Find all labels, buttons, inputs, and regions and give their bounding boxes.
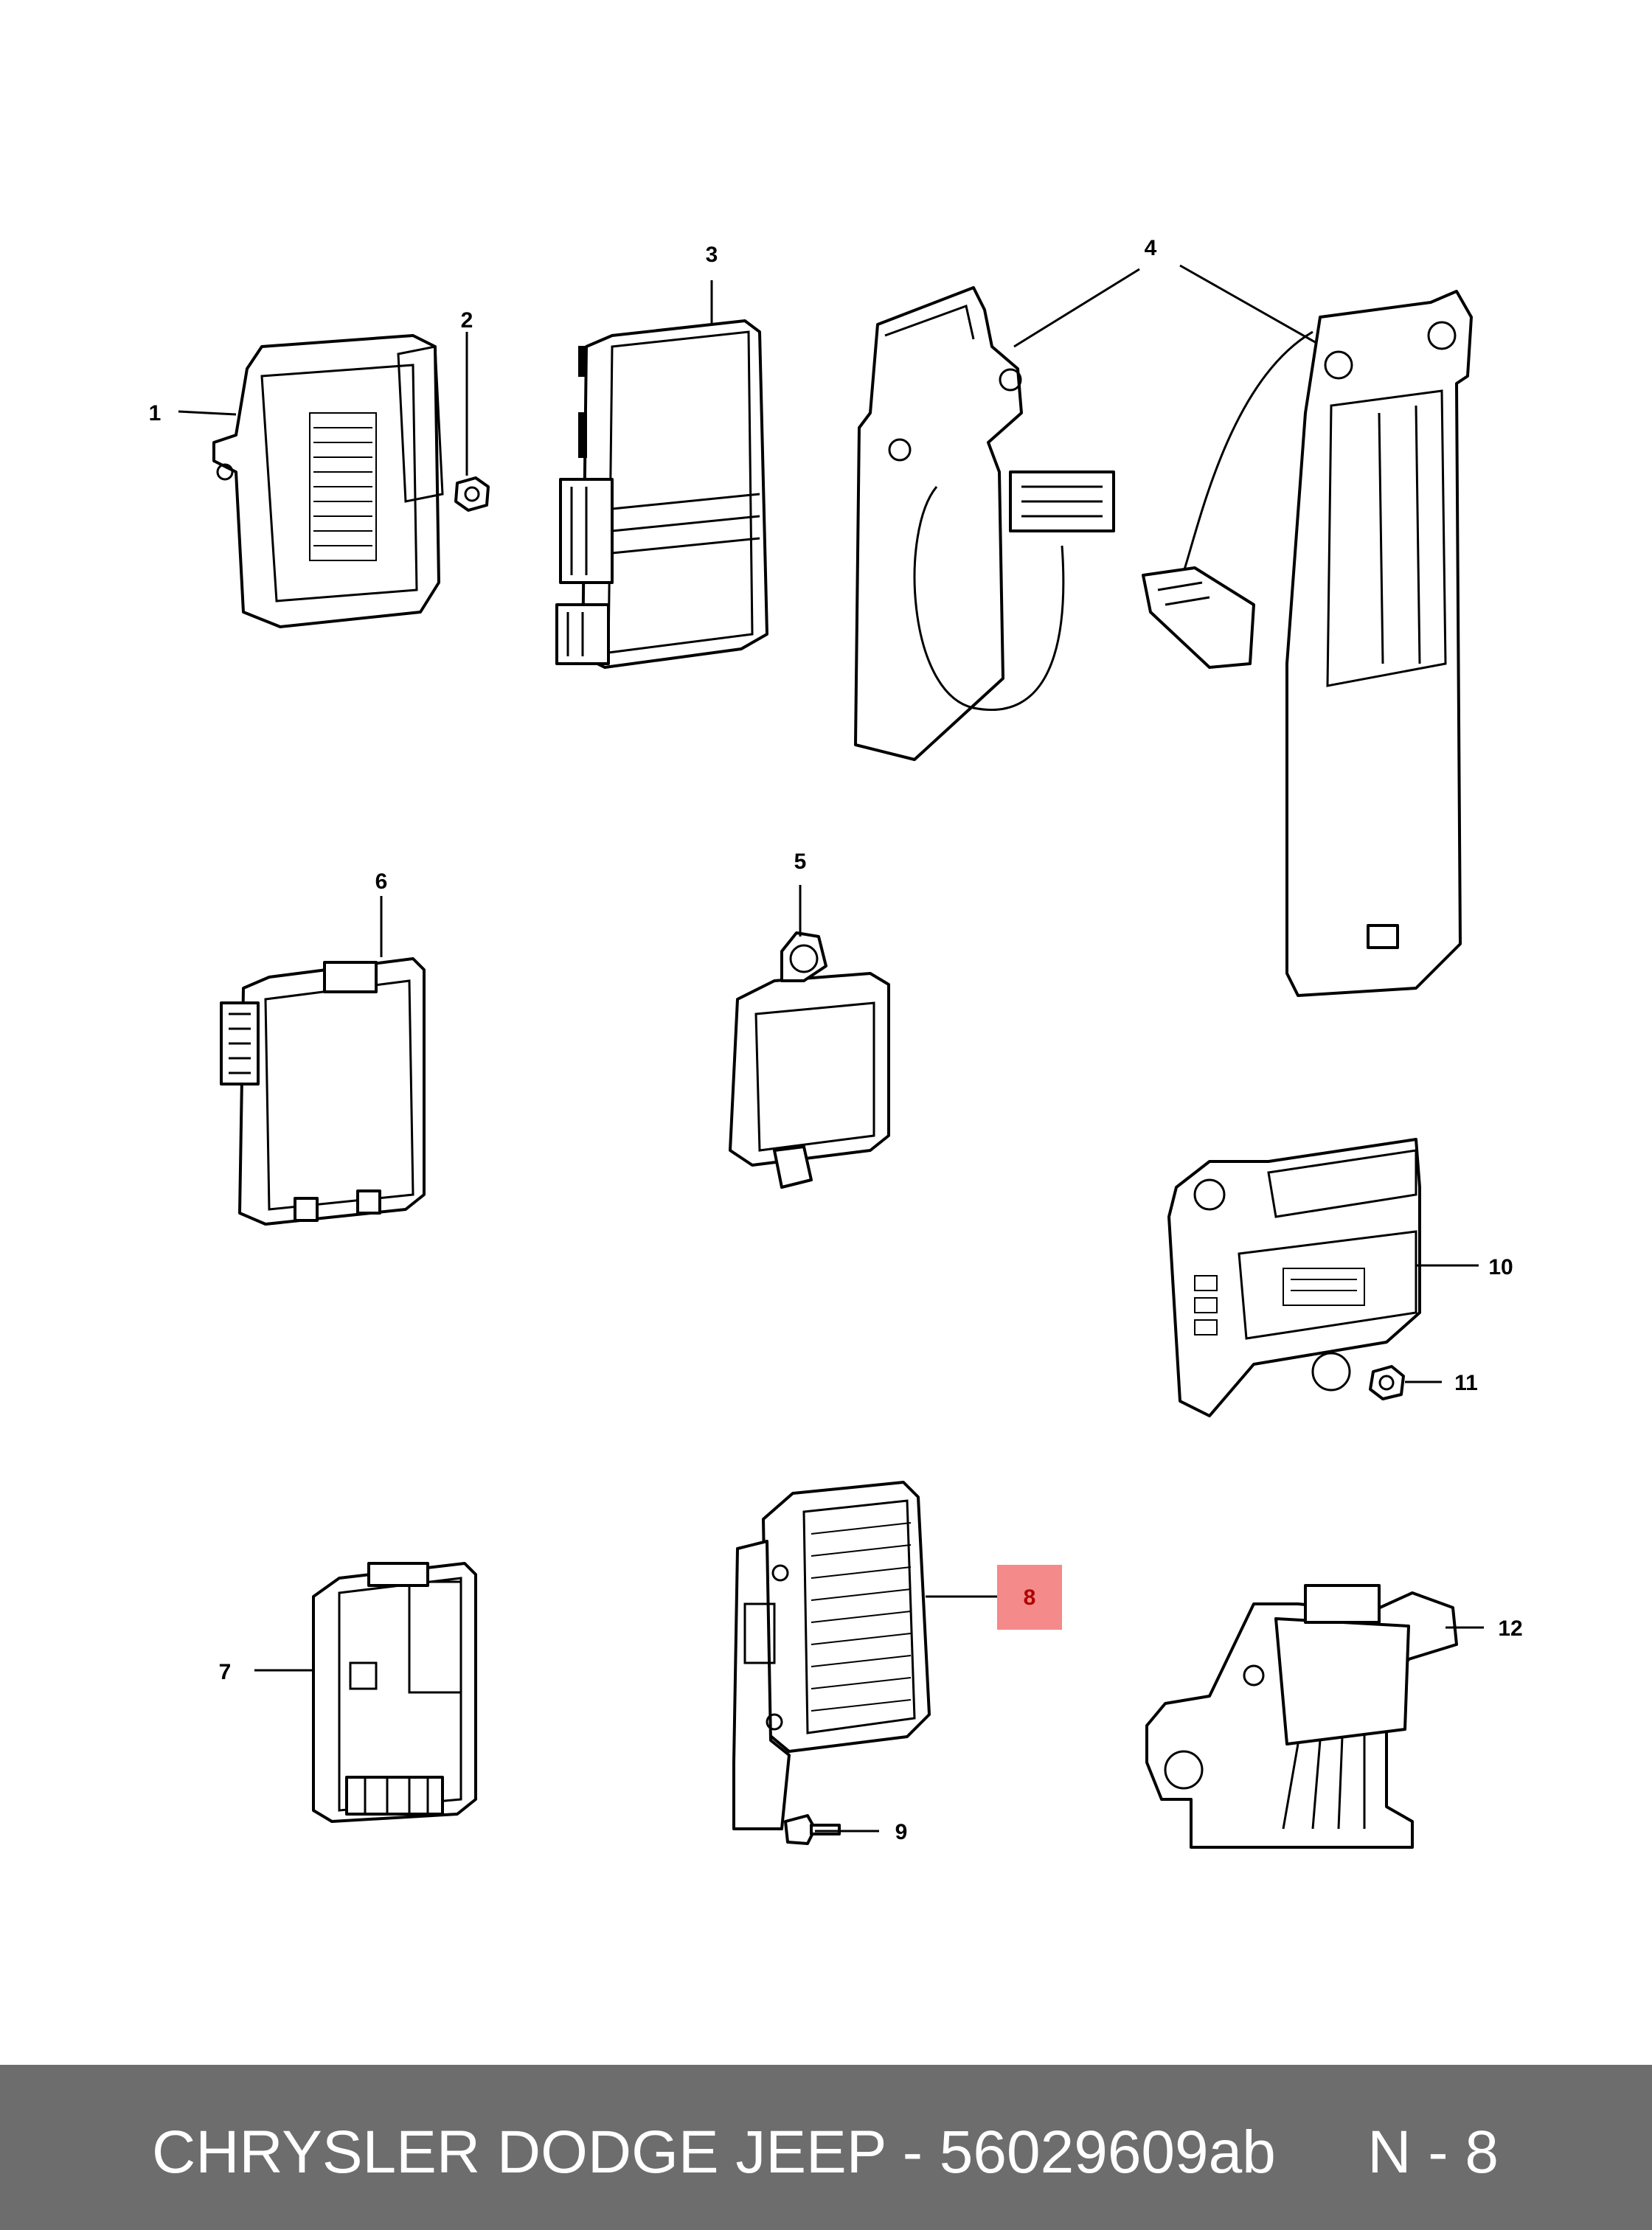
part-10-module xyxy=(1167,1138,1421,1417)
part-9-bolt xyxy=(784,1814,841,1845)
part-7-module xyxy=(312,1562,477,1823)
footer-brand-part-number: CHRYSLER DODGE JEEP - 56029609ab xyxy=(152,2119,1276,2186)
callout-3[interactable]: 3 xyxy=(706,243,718,267)
callout-9[interactable]: 9 xyxy=(895,1820,908,1844)
part-11-nut xyxy=(1369,1365,1405,1400)
part-3-module xyxy=(555,319,768,669)
leader-1 xyxy=(178,410,237,416)
part-6-module xyxy=(220,957,426,1226)
callout-10[interactable]: 10 xyxy=(1488,1255,1513,1279)
part-5-module xyxy=(729,931,890,1189)
part-2-nut xyxy=(454,476,490,512)
callout-6[interactable]: 6 xyxy=(375,869,388,894)
callout-11[interactable]: 11 xyxy=(1454,1371,1478,1395)
callout-12[interactable]: 12 xyxy=(1498,1616,1522,1641)
callout-8[interactable]: 8 xyxy=(1024,1585,1036,1610)
leader-4b xyxy=(1179,264,1317,344)
part-4-left-bracket xyxy=(854,286,1115,761)
footer-diagram-reference: N - 8 xyxy=(1367,2119,1499,2186)
callout-8-highlight xyxy=(997,1565,1062,1630)
parts-diagram: 1 2 3 4 5 6 7 8 9 10 11 12 xyxy=(149,236,1523,1849)
footer-bar: CHRYSLER DODGE JEEP - 56029609ab N - 8 xyxy=(0,2065,1652,2230)
leader-4a xyxy=(1013,268,1140,348)
part-12-bracket xyxy=(1145,1584,1458,1849)
callout-4[interactable]: 4 xyxy=(1145,236,1157,260)
callout-1[interactable]: 1 xyxy=(149,401,162,425)
callout-2[interactable]: 2 xyxy=(461,308,473,333)
part-1-module xyxy=(212,334,444,628)
part-4-right-bracket xyxy=(1142,290,1473,997)
callout-7[interactable]: 7 xyxy=(219,1660,232,1684)
callout-5[interactable]: 5 xyxy=(794,850,807,874)
part-8-module xyxy=(732,1481,931,1830)
